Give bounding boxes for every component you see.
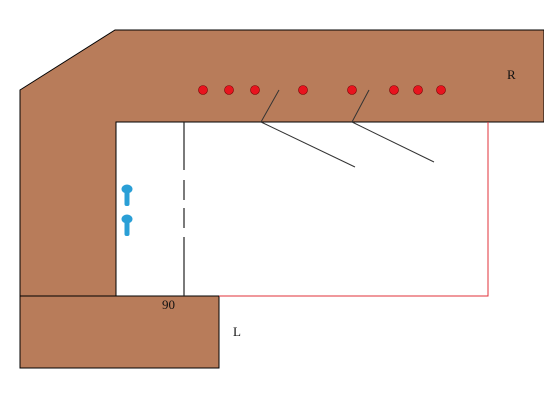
blue-screw-icon bbox=[121, 184, 133, 206]
label-l: L bbox=[233, 324, 241, 339]
red-dot-icon bbox=[436, 85, 446, 95]
red-dot-icon bbox=[198, 85, 208, 95]
red-dot-row bbox=[198, 85, 446, 95]
blue-screw-icon bbox=[121, 214, 133, 236]
flap-left bbox=[260, 89, 356, 168]
flap-right bbox=[351, 89, 435, 163]
lower-wall-block bbox=[19, 295, 220, 369]
red-dot-icon bbox=[389, 85, 399, 95]
red-dot-icon bbox=[298, 85, 308, 95]
red-outline bbox=[219, 122, 489, 297]
label-angle: 90 bbox=[162, 297, 175, 312]
upper-wall-block bbox=[19, 29, 544, 297]
label-r: R bbox=[507, 67, 516, 82]
red-dot-icon bbox=[347, 85, 357, 95]
red-dot-icon bbox=[250, 85, 260, 95]
red-dot-icon bbox=[413, 85, 423, 95]
blue-screw-group bbox=[121, 184, 133, 236]
red-dot-icon bbox=[224, 85, 234, 95]
